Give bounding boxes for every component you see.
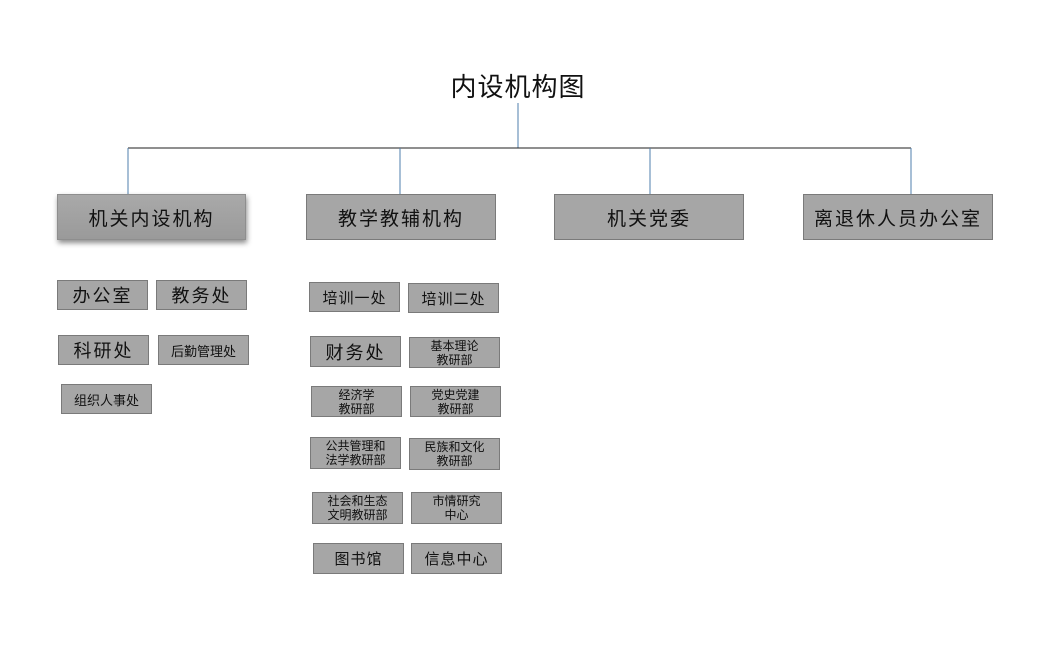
- node-general-office: 办公室: [57, 280, 148, 310]
- node-training-dept-1: 培训一处: [309, 282, 400, 312]
- node-public-admin-law-dept: 公共管理和 法学教研部: [310, 437, 401, 469]
- node-research-office: 科研处: [58, 335, 149, 365]
- node-library: 图书馆: [313, 543, 404, 574]
- node-information-center: 信息中心: [411, 543, 502, 574]
- node-ethnic-culture-dept: 民族和文化 教研部: [409, 438, 500, 470]
- node-basic-theory-dept: 基本理论 教研部: [409, 337, 500, 368]
- node-academic-affairs: 教务处: [156, 280, 247, 310]
- node-teaching-support-agencies: 教学教辅机构: [306, 194, 496, 240]
- node-finance-office: 财务处: [310, 336, 401, 367]
- node-city-research-center: 市情研究 中心: [411, 492, 502, 524]
- node-society-ecology-dept: 社会和生态 文明教研部: [312, 492, 403, 524]
- node-economics-dept: 经济学 教研部: [311, 386, 402, 417]
- node-internal-agencies: 机关内设机构: [57, 194, 246, 240]
- diagram-title: 内设机构图: [450, 73, 586, 103]
- node-logistics-office: 后勤管理处: [158, 335, 249, 365]
- node-retired-staff-office: 离退休人员办公室: [803, 194, 993, 240]
- node-training-dept-2: 培训二处: [408, 283, 499, 313]
- node-party-committee: 机关党委: [554, 194, 744, 240]
- node-party-history-dept: 党史党建 教研部: [410, 386, 501, 417]
- node-personnel-office: 组织人事处: [61, 384, 152, 414]
